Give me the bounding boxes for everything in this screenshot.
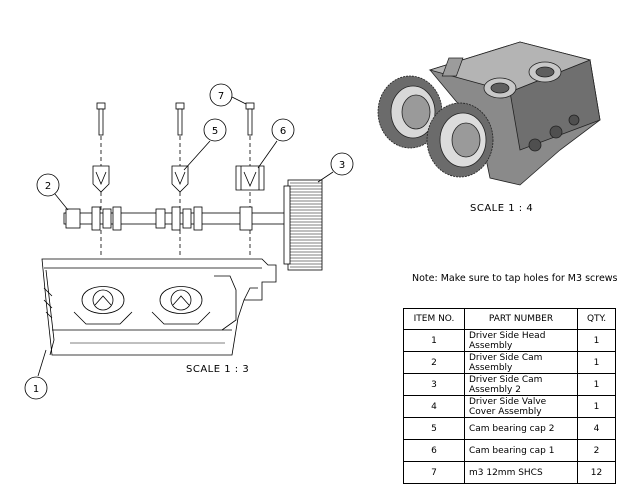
bom-item: 6 (403, 439, 465, 462)
balloons: 1 2 3 5 6 7 (24, 83, 354, 400)
bom-header-part: PART NUMBER (464, 308, 578, 330)
screw-right (245, 102, 255, 166)
screw-left (96, 102, 106, 166)
bom-qty: 1 (577, 373, 616, 396)
balloon-1: 1 (24, 349, 48, 400)
bom-qty: 2 (577, 439, 616, 462)
bom-item: 2 (403, 351, 465, 374)
balloon-number: 1 (33, 384, 39, 395)
cam-gear (283, 179, 323, 271)
balloon-6: 6 (257, 118, 295, 169)
cylinder-head (41, 230, 277, 356)
balloon-3: 3 (317, 152, 354, 183)
bom-header-qty: QTY. (577, 308, 616, 330)
bearing-cap-left (92, 165, 110, 210)
drawing-sheet: 1 2 3 5 6 7 (24, 41, 601, 400)
isometric-view (377, 41, 601, 186)
exploded-view-scale: SCALE 1 : 3 (186, 364, 250, 375)
balloon-number: 3 (339, 160, 345, 171)
bom-qty: 4 (577, 417, 616, 440)
bom-part: Cam bearing cap 2 (464, 417, 578, 440)
bom-part: Driver Side Cam Assembly 2 (464, 373, 578, 396)
bom-part: Cam bearing cap 1 (464, 439, 578, 462)
bom-item: 5 (403, 417, 465, 440)
balloon-number: 5 (212, 126, 218, 137)
bearing-cap-middle (171, 165, 189, 210)
iso-gear-back (377, 75, 443, 149)
balloon-number: 6 (280, 126, 286, 137)
bom-item: 1 (403, 329, 465, 352)
bom-qty: 1 (577, 329, 616, 352)
exploded-view (41, 102, 323, 356)
iso-gear-front (426, 102, 494, 178)
camshaft (63, 206, 295, 231)
bearing-cap-right (235, 165, 265, 210)
bom-row: 1 Driver Side Head Assembly 1 (403, 329, 616, 352)
balloon-7: 7 (209, 83, 247, 107)
balloon-number: 2 (45, 181, 51, 192)
bom-row: 2 Driver Side Cam Assembly 1 (403, 351, 616, 374)
tap-holes-note: Note: Make sure to tap holes for M3 scre… (412, 273, 618, 284)
bill-of-materials: ITEM NO. PART NUMBER QTY. 1 Driver Side … (403, 308, 616, 484)
bom-item: 7 (403, 461, 465, 484)
bom-row: 5 Cam bearing cap 2 4 (403, 417, 616, 440)
bom-row: 6 Cam bearing cap 1 2 (403, 439, 616, 462)
bom-item: 3 (403, 373, 465, 396)
bom-header-item: ITEM NO. (403, 308, 465, 330)
isometric-view-scale: SCALE 1 : 4 (470, 203, 534, 214)
bom-part: m3 12mm SHCS (464, 461, 578, 484)
bom-item: 4 (403, 395, 465, 418)
bom-row: 4 Driver Side Valve Cover Assembly 1 (403, 395, 616, 418)
bom-qty: 1 (577, 351, 616, 374)
bom-row: 7 m3 12mm SHCS 12 (403, 461, 616, 484)
balloon-5: 5 (183, 118, 227, 171)
balloon-2: 2 (36, 173, 69, 211)
bom-qty: 1 (577, 395, 616, 418)
bom-part: Driver Side Head Assembly (464, 329, 578, 352)
balloon-number: 7 (218, 91, 224, 102)
bom-header-row: ITEM NO. PART NUMBER QTY. (403, 308, 616, 330)
screw-middle (175, 102, 185, 166)
bom-row: 3 Driver Side Cam Assembly 2 1 (403, 373, 616, 396)
bom-part: Driver Side Cam Assembly (464, 351, 578, 374)
bom-part: Driver Side Valve Cover Assembly (464, 395, 578, 418)
bom-qty: 12 (577, 461, 616, 484)
